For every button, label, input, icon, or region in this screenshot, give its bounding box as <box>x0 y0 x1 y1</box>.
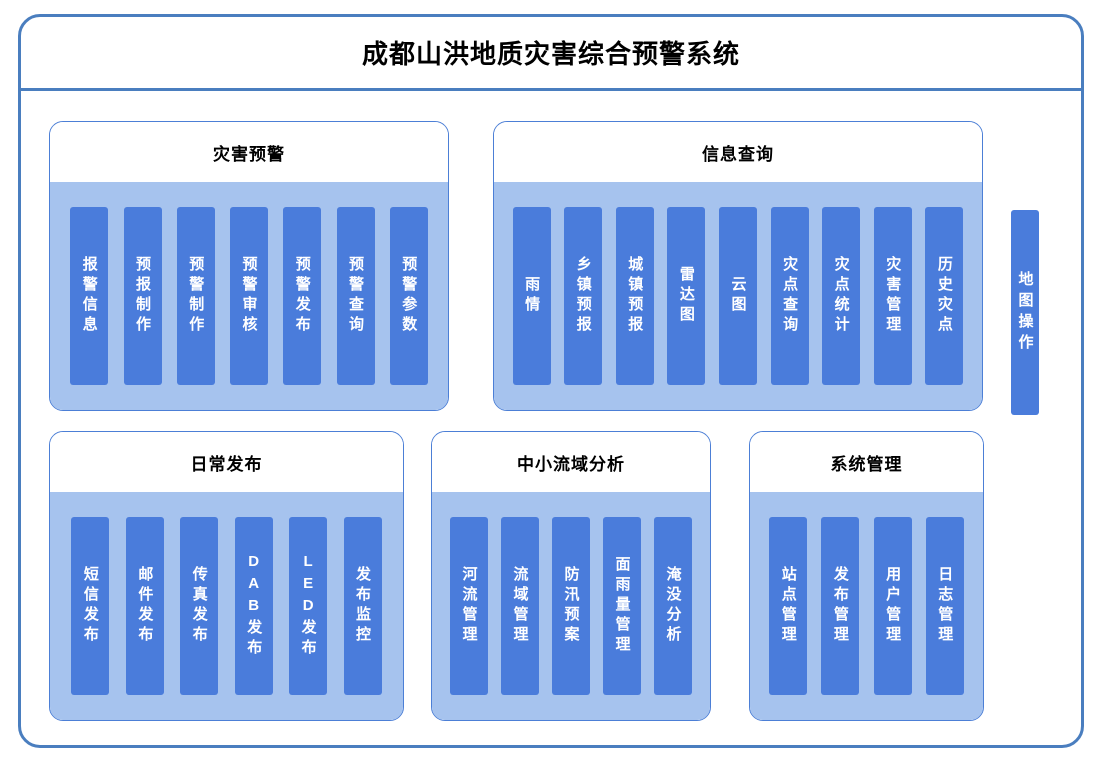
module-block: 灾害管理 <box>873 207 912 385</box>
module-block: 流域管理 <box>501 517 539 695</box>
module-block: 发布监控 <box>343 517 382 695</box>
panel-title-info-query: 信息查询 <box>494 122 982 182</box>
system-title: 成都山洪地质灾害综合预警系统 <box>361 39 740 69</box>
panel-disaster-warning: 灾害预警 报警信息预报制作预警制作预警审核预警发布预警查询预警参数 <box>49 121 449 411</box>
panel-system-management: 系统管理 站点管理发布管理用户管理日志管理 <box>749 431 984 721</box>
panel-body-basin-analysis: 河流管理流域管理防汛预案面雨量管理淹没分析 <box>432 492 710 720</box>
module-block: 淹没分析 <box>654 517 692 695</box>
panel-title-basin-analysis: 中小流域分析 <box>432 432 710 492</box>
panel-body-disaster-warning: 报警信息预报制作预警制作预警审核预警发布预警查询预警参数 <box>50 182 448 410</box>
system-title-bar: 成都山洪地质灾害综合预警系统 <box>21 17 1081 91</box>
module-block: 面雨量管理 <box>603 517 641 695</box>
module-block: 短信发布 <box>71 517 110 695</box>
panel-daily-publish: 日常发布 短信发布邮件发布传真发布 DAB发布 LED发布发布监控 <box>49 431 404 721</box>
module-block: 预报制作 <box>123 207 162 385</box>
module-block: 云图 <box>718 207 757 385</box>
module-block: 预警发布 <box>283 207 322 385</box>
panel-body-info-query: 雨情乡镇预报城镇预报雷达图云图灾点查询灾点统计灾害管理历史灾点 <box>494 182 982 410</box>
module-block: 日志管理 <box>925 517 964 695</box>
module-block: 雷达图 <box>667 207 706 385</box>
module-block: 灾点统计 <box>822 207 861 385</box>
module-block: LED发布 <box>289 517 328 695</box>
module-block: 防汛预案 <box>552 517 590 695</box>
module-block: 河流管理 <box>450 517 488 695</box>
panel-body-system-management: 站点管理发布管理用户管理日志管理 <box>750 492 983 720</box>
module-block: 预警参数 <box>389 207 428 385</box>
module-block: 预警查询 <box>336 207 375 385</box>
module-block: 站点管理 <box>769 517 808 695</box>
panel-title-disaster-warning: 灾害预警 <box>50 122 448 182</box>
module-block: 预警制作 <box>176 207 215 385</box>
module-block: 邮件发布 <box>125 517 164 695</box>
module-block: 用户管理 <box>873 517 912 695</box>
map-operations-bar: 地图操作 <box>1011 210 1039 415</box>
module-block: DAB发布 <box>234 517 273 695</box>
module-block: 雨情 <box>512 207 551 385</box>
module-block: 乡镇预报 <box>564 207 603 385</box>
panel-info-query: 信息查询 雨情乡镇预报城镇预报雷达图云图灾点查询灾点统计灾害管理历史灾点 <box>493 121 983 411</box>
panel-title-daily-publish: 日常发布 <box>50 432 403 492</box>
module-block: 预警审核 <box>230 207 268 385</box>
module-block: 城镇预报 <box>615 207 654 385</box>
module-block: 报警信息 <box>70 207 109 385</box>
system-diagram-frame: 成都山洪地质灾害综合预警系统 灾害预警 报警信息预报制作预警制作预警审核预警发布… <box>18 14 1084 748</box>
panel-basin-analysis: 中小流域分析 河流管理流域管理防汛预案面雨量管理淹没分析 <box>431 431 711 721</box>
module-block: 历史灾点 <box>925 207 964 385</box>
panel-body-daily-publish: 短信发布邮件发布传真发布 DAB发布 LED发布发布监控 <box>50 492 403 720</box>
module-block: 发布管理 <box>821 517 860 695</box>
module-block: 传真发布 <box>180 517 219 695</box>
panel-title-system-management: 系统管理 <box>750 432 983 492</box>
module-block: 灾点查询 <box>770 207 809 385</box>
